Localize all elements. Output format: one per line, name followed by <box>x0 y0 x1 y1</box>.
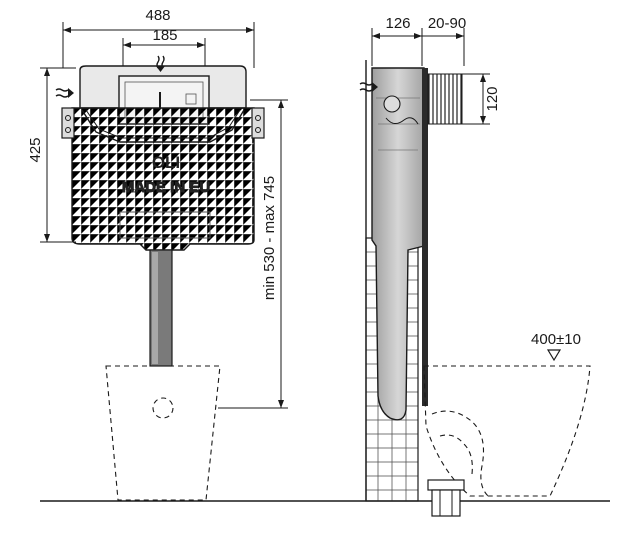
dim-depth-label: 126 <box>385 15 410 32</box>
dim-total-width-label: 488 <box>145 7 170 24</box>
dim-extension-label: 20-90 <box>428 15 466 32</box>
waste-pipe <box>427 479 465 491</box>
dim-depth: 126 <box>371 15 423 66</box>
extension-ribs <box>427 73 463 125</box>
dim-install-height-label: min 530 - max 745 <box>261 176 278 300</box>
dim-flange: 120 <box>462 73 501 125</box>
side-view-inlet-icon <box>359 82 378 92</box>
dim-extension: 20-90 <box>422 15 466 66</box>
tank-body <box>71 107 255 251</box>
wc-bowl-front <box>105 365 221 501</box>
dim-total-width: 488 <box>62 7 255 68</box>
dim-bowl-height-label: 400±10 <box>531 331 581 348</box>
dim-flange-label: 120 <box>484 86 501 111</box>
dim-button-width-label: 185 <box>152 27 177 44</box>
water-inlet-icon <box>156 55 165 72</box>
bowl-outlet <box>152 397 174 419</box>
right-bracket <box>251 107 265 139</box>
dim-button-width: 185 <box>122 27 206 72</box>
dim-tank-height: 425 <box>27 67 76 243</box>
side-view: 126 20-90 120 <box>359 15 591 517</box>
brand-logo: OLI <box>152 153 180 172</box>
extension-frame <box>422 68 428 406</box>
brand-origin: MADE IN EU <box>122 179 210 196</box>
cistern-side-body <box>371 67 425 421</box>
side-inlet-icon <box>55 88 74 98</box>
dim-tank-height-label: 425 <box>27 137 44 162</box>
level-marker-icon <box>546 349 562 362</box>
wc-bowl-side <box>423 365 591 497</box>
left-bracket <box>61 107 75 139</box>
dim-install-height: min 530 - max 745 <box>218 99 288 409</box>
front-view: 488 185 425 min 530 - max 745 <box>27 7 288 501</box>
